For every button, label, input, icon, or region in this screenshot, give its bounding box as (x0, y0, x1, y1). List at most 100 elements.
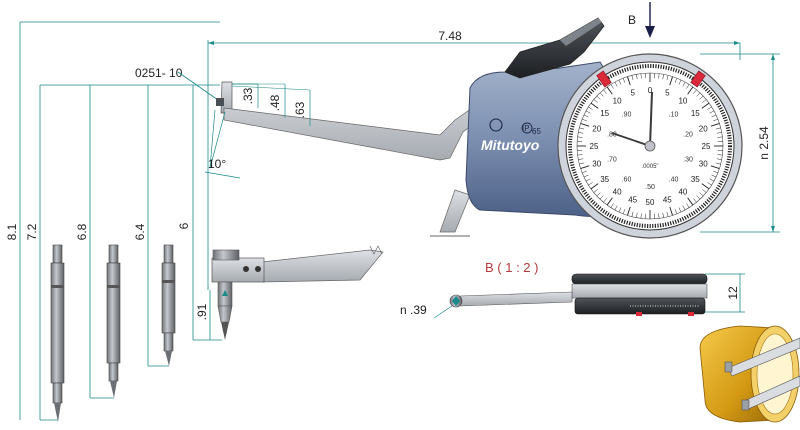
dial-tick (588, 106, 593, 110)
overall-length-dimension: 7.48 (208, 29, 741, 60)
dial-tick (627, 76, 631, 86)
dial-tick (590, 183, 599, 190)
dial-outer-number: 35 (600, 175, 609, 184)
dial-outer-number: 45 (663, 195, 672, 204)
extension-rod-1 (50, 244, 65, 422)
dim-tip-size-1: .33 (241, 87, 255, 104)
dial-tick (716, 132, 722, 134)
dial-tick (699, 192, 704, 197)
dim-extension-5: 6 (177, 222, 191, 229)
dial-tick (711, 174, 717, 178)
body-screw (489, 118, 503, 132)
dial-tick (603, 198, 607, 203)
dial-tick (716, 158, 722, 160)
dial-tick (693, 198, 697, 203)
dial-tick (669, 76, 673, 86)
view-arrow-b: B (628, 2, 655, 38)
bore-measurement-illustration (699, 325, 800, 423)
dial-outer-number: 15 (600, 109, 609, 118)
dial-tick (658, 213, 660, 219)
dial-outer-number: 20 (592, 125, 601, 134)
dial-tick (618, 207, 622, 213)
dial-tick (636, 212, 638, 218)
dial-tick (701, 102, 710, 109)
dim-lower-offset: .91 (195, 303, 209, 320)
dial-tick (614, 81, 618, 87)
tolerance-marker-left (596, 70, 612, 88)
dial-inner-number: .80 (607, 132, 617, 139)
dim-extension-3: 6.8 (75, 223, 89, 240)
dial-tick (696, 195, 701, 200)
dial-tick (606, 197, 613, 206)
view-b-detail: B ( 1 : 2 ) 12 n .39 (400, 260, 745, 319)
dial-tick (713, 118, 718, 122)
dial-outer-number: 0 (648, 86, 653, 95)
dial-tick (593, 189, 598, 193)
vertical-dimension-labels: 8.1 7.2 6.8 6.4 6 .91 (5, 222, 209, 320)
dial-tick (593, 99, 598, 103)
dial-ticks (577, 73, 723, 219)
dial-outer-number: 25 (590, 142, 599, 151)
dial-tick (710, 123, 720, 127)
dial-tick (596, 192, 601, 197)
dial-tick (696, 92, 701, 97)
dial-height-dimension: n 2.54 (700, 53, 780, 233)
dial-tick (674, 78, 678, 83)
dim-tip-size-2: .48 (268, 94, 282, 111)
dial-tick (599, 195, 604, 200)
dial-tick (582, 118, 587, 122)
dial-tick (631, 211, 634, 217)
view-b-title: B ( 1 : 2 ) (485, 260, 538, 275)
dim-tip-angle: 10° (208, 157, 226, 171)
dial-tick (614, 205, 618, 211)
dial-tick (583, 114, 589, 118)
dial-inner-number: .90 (622, 112, 632, 119)
dial-tick (577, 154, 583, 156)
dial-tick (618, 79, 622, 85)
dial-tick (585, 178, 591, 182)
dial-tick (715, 162, 721, 165)
dial-tick (577, 136, 583, 138)
dial-outer-number: 15 (691, 109, 700, 118)
dial-tick (585, 110, 591, 114)
dial-tick (583, 174, 589, 178)
dial-inner-number: .20 (683, 132, 693, 139)
dial-tick (658, 73, 660, 79)
dial-tick (636, 74, 638, 80)
dim-b-thickness: 12 (726, 286, 740, 300)
dial-outer-number: 5 (665, 89, 670, 98)
dial-tick (686, 203, 690, 208)
ip-rating-number: 65 (532, 127, 541, 136)
dial-tick (640, 73, 642, 79)
dial-tick (622, 209, 626, 214)
dim-extension-1: 8.1 (5, 223, 19, 240)
dim-dial-height: n 2.54 (757, 126, 771, 160)
dial-tick (713, 170, 718, 174)
dial-tick (669, 206, 673, 216)
dial-tick (666, 75, 669, 81)
dial-outer-number: 10 (613, 97, 622, 106)
dial-inner-number: .70 (607, 156, 617, 163)
dial-tick (640, 213, 642, 219)
dial-tick (610, 84, 614, 89)
dial-tick (715, 127, 721, 130)
dial-tick (580, 123, 590, 127)
extension-rod-3 (161, 244, 176, 366)
dim-b-tip: n .39 (400, 303, 427, 317)
dial-outer-number: 35 (691, 175, 700, 184)
ip-rating-label: IP (522, 124, 530, 133)
dial-tick (622, 78, 626, 83)
dial-outer-number: 10 (678, 97, 687, 106)
dial-tick (702, 99, 707, 103)
dim-extension-4: 6.4 (133, 223, 147, 240)
dial-outer-number: 30 (699, 159, 708, 168)
dial-tick (603, 89, 607, 94)
dial-outer-number: 40 (678, 187, 687, 196)
dial-tick (627, 206, 631, 216)
brand-logo: Mitutoyo (481, 137, 540, 153)
extension-rods (50, 244, 176, 422)
dial-tick (579, 162, 585, 165)
dial-tick (686, 84, 690, 89)
